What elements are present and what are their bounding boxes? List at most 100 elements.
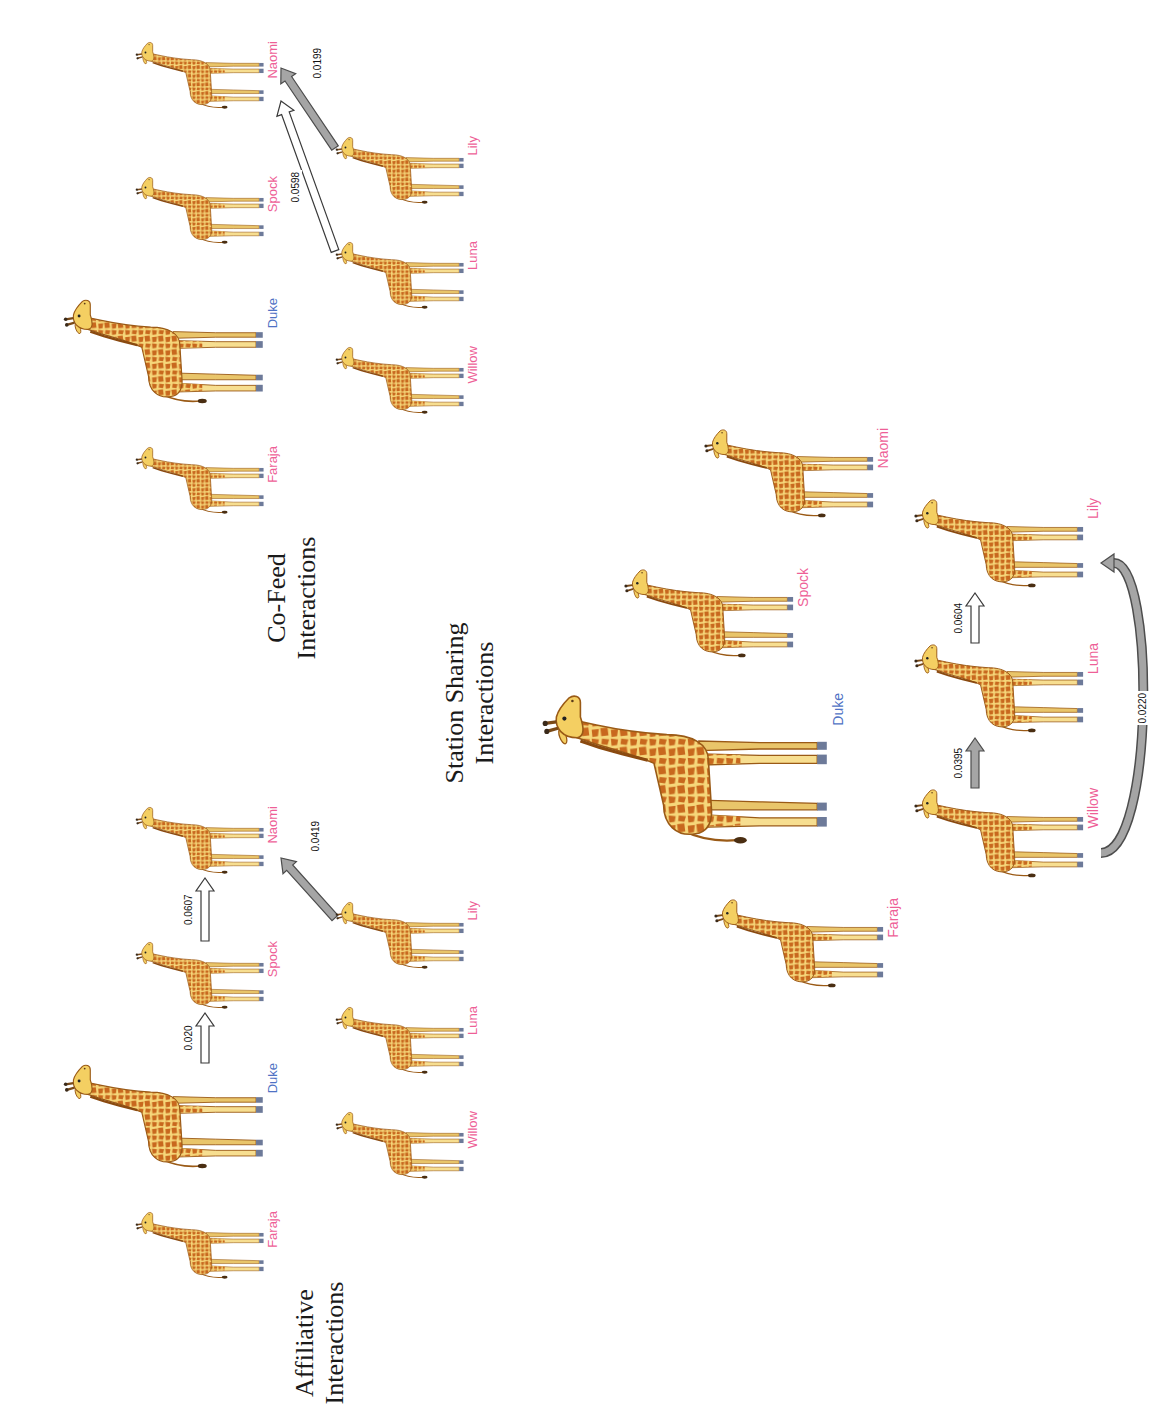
- giraffe-figure: [910, 498, 1085, 593]
- giraffe-figure-use: [543, 696, 827, 843]
- interaction-arrow: [966, 738, 984, 788]
- weight-label: 0.0199: [312, 46, 324, 81]
- giraffe-name: Willow: [465, 1111, 481, 1149]
- giraffe-figure: [910, 788, 1085, 883]
- giraffe-figure: [335, 136, 465, 208]
- giraffe-name: Duke: [265, 1063, 281, 1093]
- giraffe-name: Spock: [265, 176, 281, 212]
- giraffe-node: Luna: [335, 1006, 481, 1078]
- weight-label: 0.020: [183, 1023, 195, 1052]
- giraffe-figure: [135, 446, 265, 518]
- interaction-arrow: [281, 858, 338, 921]
- giraffe-name: Luna: [465, 241, 481, 270]
- giraffe-figure-use: [136, 447, 264, 513]
- edge-label-holder: 0.0419: [310, 819, 322, 854]
- giraffe-figure: [700, 428, 875, 523]
- interaction-arrow: [196, 878, 214, 941]
- giraffe-node: Lily: [335, 901, 481, 973]
- panel-title: Affiliative Interactions: [290, 1268, 350, 1418]
- giraffe-name: Naomi: [875, 428, 891, 468]
- giraffe-node: Spock: [135, 176, 281, 248]
- panel-title-holder: Co-Feed Interactions: [262, 523, 322, 673]
- giraffe-node: Naomi: [135, 806, 281, 878]
- giraffe-figure-use: [136, 177, 264, 243]
- giraffe-node: Faraja: [135, 1211, 281, 1283]
- giraffe-name: Lily: [465, 136, 481, 156]
- giraffe-node: Spock: [135, 941, 281, 1013]
- weight-label: 0.0604: [953, 601, 965, 636]
- weight-label: 0.0607: [183, 892, 195, 927]
- giraffe-figure-use: [336, 1007, 464, 1073]
- giraffe-figure-use: [136, 42, 264, 108]
- giraffe-node: Duke: [60, 1063, 281, 1175]
- giraffe-figure-use: [714, 900, 883, 987]
- block-arrow: [966, 593, 984, 643]
- giraffe-figure-use: [914, 645, 1083, 732]
- giraffe-name: Duke: [265, 298, 281, 328]
- interaction-arrow: [966, 593, 984, 643]
- giraffe-figure-use: [336, 902, 464, 968]
- giraffe-figure-use: [136, 1212, 264, 1278]
- giraffe-name: Willow: [465, 346, 481, 384]
- giraffe-figure: [620, 568, 795, 663]
- block-arrow: [281, 858, 338, 921]
- block-arrow: [277, 101, 339, 252]
- giraffe-figure: [135, 941, 265, 1013]
- giraffe-figure: [540, 693, 830, 853]
- giraffe-node: Luna: [910, 643, 1101, 738]
- edge-label-holder: 0.020: [183, 1023, 195, 1052]
- giraffe-name: Naomi: [265, 41, 281, 79]
- giraffe-figure-use: [64, 1065, 263, 1168]
- panel-title: Co-Feed Interactions: [262, 523, 322, 673]
- giraffe-name: Naomi: [265, 806, 281, 844]
- giraffe-name: Willow: [1085, 788, 1101, 828]
- weight-label: 0.0598: [290, 170, 302, 205]
- edge-label-holder: 0.0395: [953, 746, 965, 781]
- giraffe-node: Naomi: [135, 41, 281, 113]
- giraffe-node: Luna: [335, 241, 481, 313]
- giraffe-figure: [60, 1063, 265, 1175]
- block-arrow: [966, 738, 984, 788]
- giraffe-figure-use: [136, 942, 264, 1008]
- panel-title-holder: Affiliative Interactions: [290, 1268, 350, 1418]
- giraffe-figure-use: [624, 570, 793, 657]
- panel-title-holder: Station Sharing Interactions: [440, 598, 500, 808]
- panel-title: Station Sharing Interactions: [440, 598, 500, 808]
- giraffe-figure-use: [336, 242, 464, 308]
- interaction-arrow: [281, 68, 339, 150]
- giraffe-figure: [335, 1006, 465, 1078]
- weight-label: 0.0220: [1137, 691, 1149, 726]
- giraffe-figure-use: [336, 137, 464, 203]
- giraffe-name: Duke: [830, 693, 846, 726]
- giraffe-node: Duke: [540, 693, 846, 853]
- weight-label: 0.0395: [953, 746, 965, 781]
- interaction-arrow: [277, 101, 339, 252]
- giraffe-figure-use: [336, 1112, 464, 1178]
- giraffe-figure: [135, 41, 265, 113]
- giraffe-figure-use: [914, 790, 1083, 877]
- giraffe-figure: [135, 176, 265, 248]
- edge-label-holder: 0.0598: [290, 170, 302, 205]
- giraffe-node: Lily: [335, 136, 481, 208]
- edge-label-holder: 0.0607: [183, 892, 195, 927]
- giraffe-node: Faraja: [135, 446, 281, 518]
- block-arrow: [281, 68, 339, 150]
- block-arrow: [196, 878, 214, 941]
- giraffe-node: Duke: [60, 298, 281, 410]
- giraffe-name: Faraja: [885, 898, 901, 938]
- giraffe-figure: [335, 346, 465, 418]
- giraffe-figure: [335, 1111, 465, 1183]
- giraffe-figure-use: [914, 500, 1083, 587]
- giraffe-figure: [135, 806, 265, 878]
- giraffe-name: Luna: [1085, 643, 1101, 674]
- giraffe-figure-use: [704, 430, 873, 517]
- edge-label-holder: 0.0604: [953, 601, 965, 636]
- giraffe-node: Lily: [910, 498, 1101, 593]
- arrow-head: [1101, 554, 1114, 572]
- giraffe-figure: [60, 298, 265, 410]
- giraffe-node: Willow: [910, 788, 1101, 883]
- giraffe-node: Willow: [335, 1111, 481, 1183]
- edge-label-holder: 0.0199: [312, 46, 324, 81]
- giraffe-node: Naomi: [700, 428, 891, 523]
